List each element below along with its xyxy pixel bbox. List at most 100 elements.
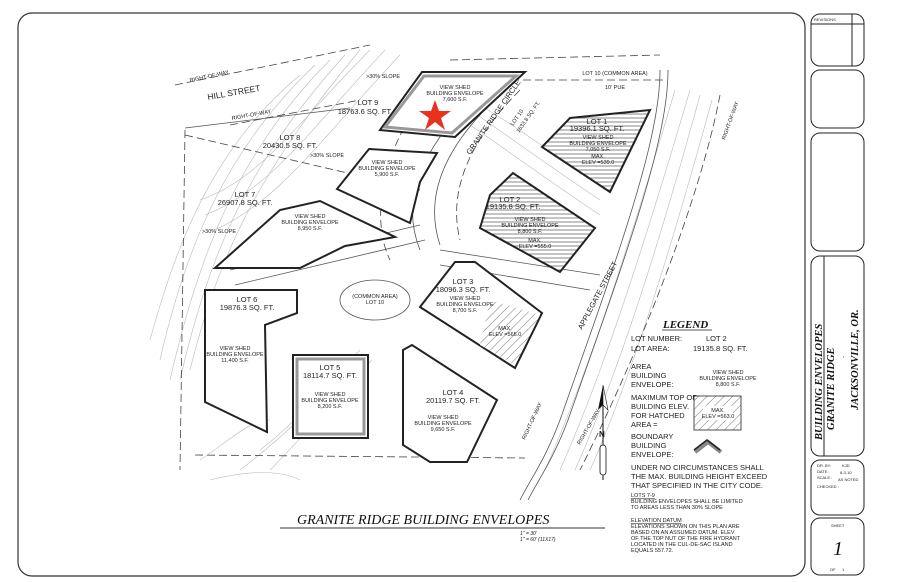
legend-boundary: BUILDING [631,441,667,450]
of-label: OF [830,567,836,572]
legend: LEGEND LOT NUMBER: LOT 2 LOT AREA: 19135… [631,319,768,554]
lot-2-envelope [478,171,597,274]
legend-area-env: BUILDING [631,371,667,380]
right-of-way-label: RIGHT-OF-WAY [189,70,230,84]
lot-8-env-size: 5,900 S.F. [375,172,400,178]
lot-9-name: LOT 9 [358,98,379,107]
legend-datum: BASED ON AN ASSUMED DATUM. ELEV [631,530,735,536]
legend-lots79: TO AREAS LESS THAN 30% SLOPE [631,505,723,511]
lot-7-envelope [212,199,399,269]
hill-street-label: HILL STREET [207,83,261,102]
common-area-island-lot: LOT 10 [366,300,384,306]
legend-max-sample: ELEV =563.0 [702,414,735,420]
pue-label: 10' PUE [605,85,625,91]
lot-1-env-size: 7,050 S.F. [586,147,611,153]
legend-lot-area-label: LOT AREA: [631,344,670,353]
lot-4-env-label: VIEW SHED [428,415,459,421]
slope-note: >30% SLOPE [202,229,236,235]
lot-10-label: LOT 10 (COMMON AREA) [582,71,647,77]
lot-9-env-label: VIEW SHED [440,85,471,91]
date-label: DATE : [817,469,830,474]
legend-lots79: BUILDING ENVELOPES SHALL BE LIMITED [631,499,743,505]
lot-5-env-label: BUILDING ENVELOPE [301,398,358,404]
lot-2-name: LOT 2 [500,195,521,204]
legend-boundary-swatch [693,439,723,454]
lot-3-elev: ELEV =565.0 [489,332,522,338]
lot-5-envelope [292,354,369,439]
lot-4-area: 20119.7 SQ. FT. [426,396,480,405]
legend-warning: THE MAX. BUILDING HEIGHT EXCEED [631,472,768,481]
scale-label: SCALE : [817,475,832,480]
sheet-number: 1 [833,538,843,560]
lot-5-name: LOT 5 [320,363,341,372]
lot-5-env-size: 8,200 S.F. [318,404,343,410]
drawn-by-label: DR. BY: [817,463,831,468]
legend-max-top: BUILDING ELEV. [631,402,689,411]
lot-3-name: LOT 3 [453,277,474,286]
lot-5-env-label: VIEW SHED [315,392,346,398]
sheet-label: SHEET [831,523,845,528]
scale-value: AS NOTED [838,477,859,482]
slope-note: >30% SLOPE [310,153,344,159]
slope-note: >30% SLOPE [366,74,400,80]
lot-4-name: LOT 4 [443,388,464,397]
revisions-label: REVISIONS [814,17,836,22]
lot-7-area: 26907.8 SQ. FT. [218,198,273,207]
title-dash: - [841,356,847,358]
lot-4-env-label: BUILDING ENVELOPE [414,421,471,427]
right-of-way-label: RIGHT-OF-WAY [577,408,602,446]
legend-env-sample: VIEW SHED [713,370,744,376]
legend-title: LEGEND [662,319,708,331]
lot-6-area: 19876.3 SQ. FT. [220,303,275,312]
lot-6-name: LOT 6 [237,295,258,304]
drawn-by-value: KJD [842,463,850,468]
lot-3-env-label: BUILDING ENVELOPE [436,302,493,308]
date-value: 8-3-10 [840,470,852,475]
lot-8-env-label: BUILDING ENVELOPE [358,166,415,172]
right-of-way-label: RIGHT-OF-WAY [721,101,740,141]
legend-lot-area-value: 19135.8 SQ. FT. [693,344,748,353]
lot-4-envelope [402,343,499,463]
lot-1-env-label: BUILDING ENVELOPE [569,141,626,147]
legend-datum: OF THE TOP NUT OF THE FIRE HYDRANT [631,536,741,542]
legend-warning: THAT SPECIFIED IN THE CITY CODE. [631,481,763,490]
lot-1-envelope [540,108,652,194]
right-of-way-label: RIGHT-OF-WAY [521,402,543,441]
lot-8-env-label: VIEW SHED [372,160,403,166]
lot-7-env-label: BUILDING ENVELOPE [281,220,338,226]
lot-3-env-size: 8,700 S.F. [453,308,478,314]
star-marker-icon [419,100,451,130]
lot-1-elev: ELEV =539.0 [582,160,615,166]
legend-env-sample: BUILDING ENVELOPE [699,376,756,382]
lot-9-env-size: 7,600 S.F. [443,97,468,103]
drawing-border [17,12,806,577]
lot-1-name: LOT 1 [587,117,608,126]
lot-2-area: 19135.8 SQ. FT. [486,202,541,211]
legend-lot-number-value: LOT 2 [706,334,727,343]
lot-7-env-size: 8,950 S.F. [298,226,323,232]
plan-title-block: GRANITE RIDGE BUILDING ENVELOPES 1" = 30… [280,513,605,543]
lot-9-env-label: BUILDING ENVELOPE [426,91,483,97]
lot-2-elev: ELEV =555.0 [519,244,552,250]
lot-3-max: MAX. [498,326,512,332]
legend-lot-number-label: LOT NUMBER: [631,334,682,343]
svg-text:N: N [599,430,605,439]
lot-1-env-label: VIEW SHED [583,135,614,141]
lot-8-envelope [335,147,439,225]
lot-7-name: LOT 7 [235,190,256,199]
legend-datum: LOCATED IN THE CUL-DE-SAC ISLAND [631,542,733,548]
legend-area-env: AREA [631,362,651,371]
title-block [810,13,865,576]
lot-8-area: 20430.5 SQ. FT. [263,141,318,150]
north-arrow-icon: N [598,384,609,480]
lot-2-max: MAX. [528,238,542,244]
lot-5-area: 18114.7 SQ. FT. [303,371,357,380]
lot-labels: VIEW SHED BUILDING ENVELOPE 7,600 S.F. L… [202,71,648,433]
legend-boundary: BOUNDARY [631,432,673,441]
legend-max-top: FOR HATCHED [631,411,685,420]
legend-max-sample: MAX. [711,408,725,414]
lot-9-envelope [378,71,528,139]
lot-1-max: MAX. [591,154,605,160]
legend-max-top: AREA = [631,420,658,429]
